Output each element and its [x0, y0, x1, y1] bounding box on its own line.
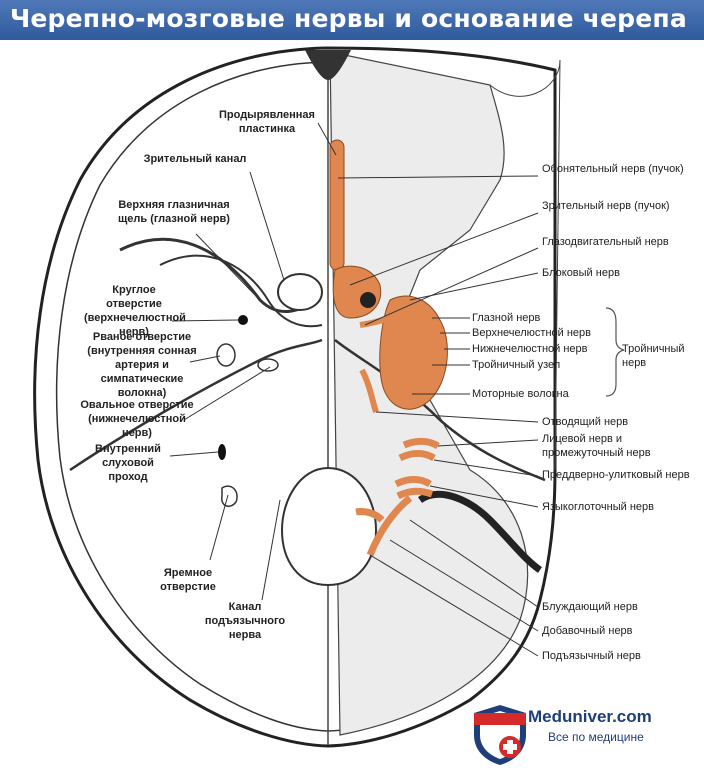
- logo-name: Meduniver.com: [528, 707, 652, 726]
- label-maxillary-nerve: Верхнечелюстной нерв: [472, 327, 592, 339]
- vagus-nerve: [396, 487, 434, 500]
- label-ophthalmic-nerve: Глазной нерв: [472, 312, 541, 324]
- label-optic-canal: Зрительный канал: [143, 153, 247, 165]
- vestibulocochlear-nerve: [398, 450, 436, 462]
- label-cribriform-plate: Продырявленная пластинка: [219, 109, 315, 135]
- label-abducens-nerve: Отводящий нерв: [542, 416, 629, 428]
- label-foramen-ovale: Овальное отверстие (нижнечелюстной нерв): [80, 399, 194, 439]
- label-vagus-nerve: Блуждающий нерв: [542, 601, 638, 613]
- label-hypoglossal-nerve: Подъязычный нерв: [542, 650, 641, 662]
- label-superior-orbital-fissure: Верхняя глазничная щель (глазной нерв): [118, 199, 230, 225]
- label-mandibular-nerve: Нижнечелюстной нерв: [472, 343, 588, 355]
- title-bar: Черепно-мозговые нервы и основание череп…: [0, 0, 704, 42]
- skull-base-diagram: [33, 46, 625, 748]
- abducens-nerve: [359, 368, 379, 413]
- label-hypoglossal-canal: Канал подъязычного нерва: [204, 601, 286, 641]
- oculomotor-nerve: [359, 298, 413, 328]
- accessory-nerve: [366, 495, 413, 557]
- label-trigeminal-nerve: Тройничный нерв: [622, 343, 685, 369]
- meduniver-logo[interactable]: Meduniver.com Все по медицине: [470, 703, 695, 767]
- label-olfactory-nerve: Обонятельный нерв (пучок): [542, 163, 684, 175]
- label-trochlear-nerve: Блоковый нерв: [542, 267, 620, 279]
- label-internal-acoustic-meatus: Внутренний слуховой проход: [95, 443, 161, 483]
- hypoglossal-nerve: [355, 508, 385, 523]
- trigeminal-brace: [605, 307, 625, 397]
- olfactory-bulb: [329, 139, 345, 271]
- label-glossopharyngeal-nerve: Языкоглоточный нерв: [542, 501, 654, 513]
- foramen-magnum: [280, 466, 378, 587]
- label-trigeminal-ganglion: Тройничный узел: [472, 359, 561, 371]
- label-vestibulocochlear-nerve: Преддверно-улитковый нерв: [542, 469, 690, 481]
- label-oculomotor-nerve: Глазодвигательный нерв: [542, 236, 669, 248]
- facial-nerve: [402, 437, 440, 450]
- glossopharyngeal-nerve: [394, 476, 432, 488]
- label-jugular-foramen: Яремное отверстие: [160, 567, 216, 593]
- logo-tagline: Все по медицине: [548, 730, 644, 744]
- dura-right-half: [329, 51, 529, 736]
- label-motor-fibers: Моторные волокна: [472, 388, 569, 400]
- sella: [277, 273, 323, 311]
- page-title: Черепно-мозговые нервы и основание череп…: [10, 4, 687, 33]
- shield-cross-icon: [474, 705, 526, 765]
- label-foramen-rotundum: Круглое отверстие (верхнечелюстной нерв): [84, 284, 186, 338]
- label-accessory-nerve: Добавочный нерв: [542, 625, 633, 637]
- trigeminal-ganglion: [379, 295, 448, 410]
- label-foramen-lacerum: Рваное отверстие (внутренняя сонная арте…: [87, 331, 197, 399]
- right-wing: [489, 59, 561, 471]
- label-facial-nerve: Лицевой нерв и промежуточный нерв: [542, 433, 651, 459]
- label-optic-nerve: Зрительный нерв (пучок): [542, 200, 670, 212]
